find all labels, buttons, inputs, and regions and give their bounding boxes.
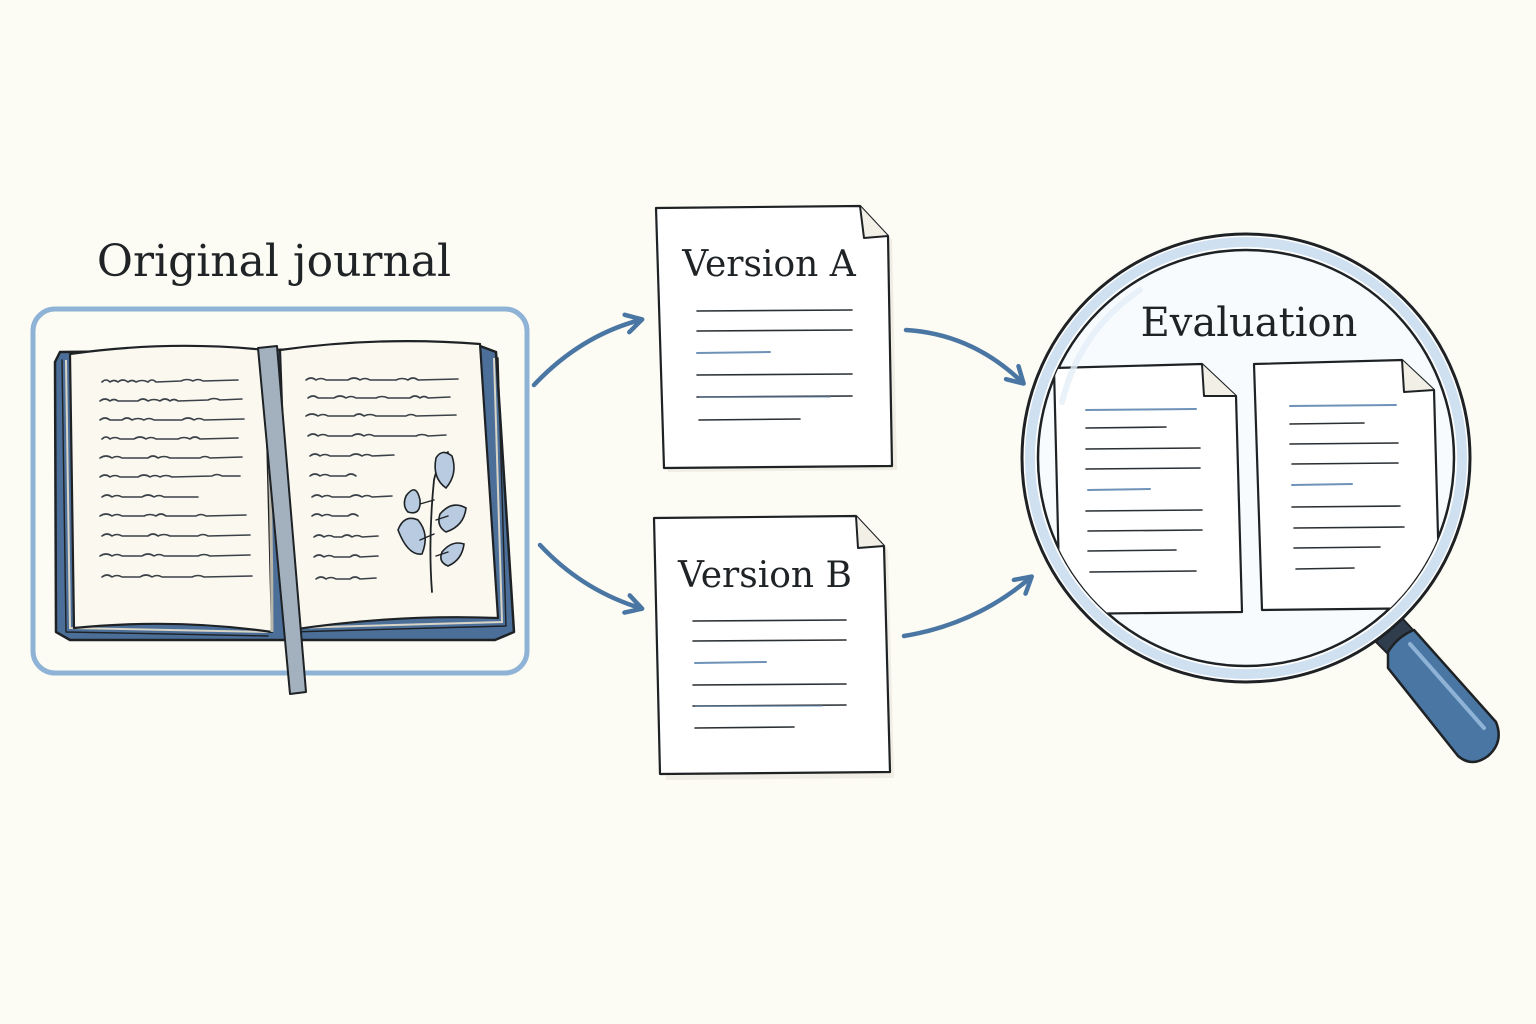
- arrow-journal-to-version-a: [531, 312, 645, 388]
- journal-highlight-frame: [30, 306, 530, 676]
- document-icon: [652, 514, 892, 776]
- arrow-journal-to-version-b: [537, 542, 645, 615]
- document-icon: [654, 204, 894, 470]
- evaluation-label: Evaluation: [1141, 300, 1358, 346]
- lens-document-left: [1052, 362, 1244, 616]
- version-a-document: Version A: [654, 204, 897, 472]
- lens-document-right: [1252, 358, 1442, 612]
- right-page-handwriting: [305, 377, 459, 580]
- arrow-version-a-to-evaluation: [903, 327, 1026, 386]
- journal-group: Original journal: [30, 236, 530, 695]
- version-b-document: Version B: [652, 514, 894, 780]
- version-b-label: Version B: [677, 555, 852, 596]
- arrow-version-b-to-evaluation: [901, 574, 1034, 639]
- magnifying-glass-icon: Evaluation: [1020, 232, 1500, 764]
- version-a-label: Version A: [681, 244, 856, 285]
- magnifier-handle: [1372, 616, 1500, 764]
- leaf-sprig-icon: [397, 451, 467, 593]
- left-page-handwriting: [99, 378, 253, 578]
- journal-label: Original journal: [97, 236, 451, 287]
- open-book-icon: [53, 340, 516, 695]
